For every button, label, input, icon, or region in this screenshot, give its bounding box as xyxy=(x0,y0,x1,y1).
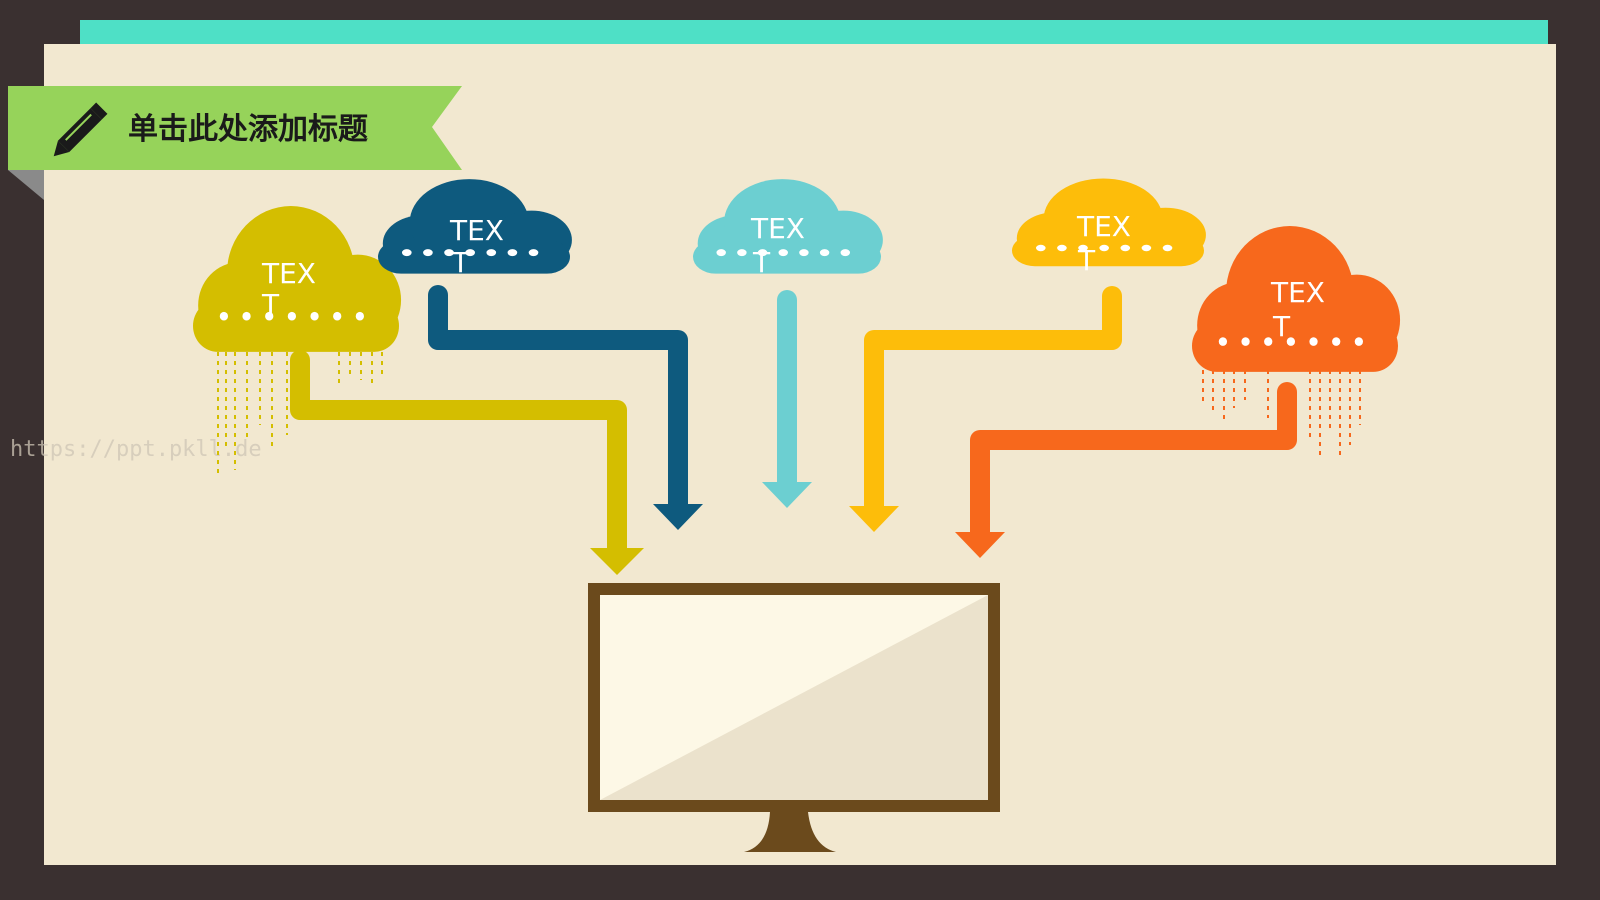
title-banner: 单击此处添加标题 xyxy=(8,86,462,200)
cloud-light-blue xyxy=(693,179,883,274)
top-accent-cut-left xyxy=(80,20,500,44)
monitor-icon xyxy=(588,583,1000,852)
cloud-dots xyxy=(402,249,539,257)
cloud-navy xyxy=(378,179,572,274)
cloud-navy-label-1[interactable]: TEX xyxy=(449,214,504,247)
cloud-dots xyxy=(1218,337,1363,346)
rain-orange xyxy=(1202,370,1361,455)
cloud-orange-label-1[interactable]: TEX xyxy=(1270,276,1325,309)
slide-title[interactable]: 单击此处添加标题 xyxy=(128,112,368,147)
cloud-orange xyxy=(1192,226,1401,372)
arrow-navy xyxy=(428,285,703,530)
cloud-navy-label-2[interactable]: T xyxy=(451,246,470,279)
cloud-gold-label-2[interactable]: T xyxy=(1077,244,1096,277)
cloud-gold xyxy=(1012,178,1206,267)
cloud-dots xyxy=(716,249,850,257)
top-accent-strip xyxy=(80,20,1548,48)
cloud-yellow-green-label-2[interactable]: T xyxy=(261,288,280,321)
cloud-orange-label-2[interactable]: T xyxy=(1272,310,1291,343)
watermark-text: https://ppt.pkll.de xyxy=(10,437,262,462)
arrow-gold xyxy=(849,286,1122,532)
cloud-gold-label-1[interactable]: TEX xyxy=(1076,210,1131,243)
cloud-dots xyxy=(219,311,364,321)
arrow-light-blue xyxy=(762,290,812,508)
cloud-dots xyxy=(1036,244,1173,252)
rain-yellow-green xyxy=(217,352,383,475)
monitor-screen-shade xyxy=(600,595,988,800)
pencil-icon xyxy=(53,102,108,157)
cloud-yellow-green xyxy=(193,206,402,352)
cloud-light-blue-label-1[interactable]: TEX xyxy=(750,212,805,245)
cloud-yellow-green-label-1[interactable]: TEX xyxy=(261,257,316,290)
arrow-orange xyxy=(955,382,1297,558)
cloud-light-blue-label-2[interactable]: T xyxy=(752,246,771,279)
monitor-stand xyxy=(744,812,836,852)
arrow-yellow-green xyxy=(290,350,644,575)
